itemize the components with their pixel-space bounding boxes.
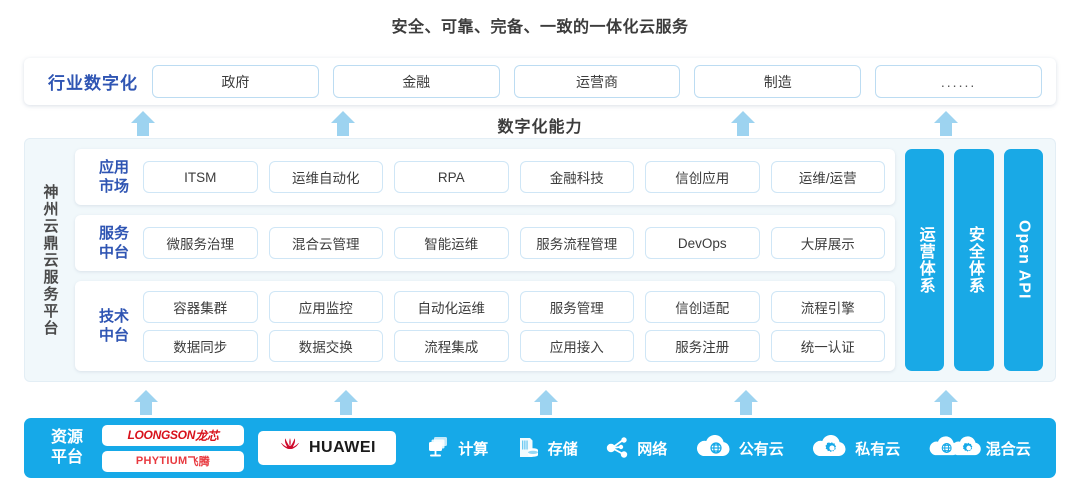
cell-data-sync[interactable]: 数据同步 [143,329,258,362]
cell-rpa[interactable]: RPA [394,161,509,193]
arrow-up-4 [933,110,959,136]
resource-item-network[interactable]: 网络 [604,435,667,461]
network-icon [604,435,630,461]
platform-row-tech-midend: 技术 中台 容器集群 应用监控 自动化运维 服务管理 信创适配 流程引擎 [75,281,895,371]
vertical-bar-group: 运营体系 安全体系 Open API [905,149,1043,371]
row-label-service-midend: 服务 中台 [98,225,129,261]
resource-bar-label: 资源 平台 [50,429,83,466]
industry-pill-carrier[interactable]: 运营商 [513,65,681,98]
cell-xinchuang-app[interactable]: 信创应用 [645,161,760,193]
industry-pill-manufacturing[interactable]: 制造 [694,65,862,98]
cell-big-screen[interactable]: 大屏展示 [770,227,885,259]
cell-process-engine[interactable]: 流程引擎 [770,290,885,323]
compute-icon [425,435,451,461]
cell-unified-auth[interactable]: 统一认证 [770,329,885,362]
arrow-up-1 [130,110,156,136]
cell-itsm[interactable]: ITSM [143,161,258,193]
industry-pill-more[interactable]: ...... [875,65,1042,98]
industry-pill-finance[interactable]: 金融 [332,65,500,98]
page-title: 安全、可靠、完备、一致的一体化云服务 [391,19,689,36]
cell-line: 容器集群 应用监控 自动化运维 服务管理 信创适配 流程引擎 [143,290,885,323]
cell-intelligent-ops[interactable]: 智能运维 [394,227,509,259]
row-label-app-market: 应用 市场 [98,159,129,195]
public-cloud-icon [694,435,732,461]
cell-service-process-mgmt[interactable]: 服务流程管理 [519,227,634,259]
cell-fintech[interactable]: 金融科技 [519,161,634,193]
capability-label: 数字化能力 [497,119,583,136]
hybrid-cloud-icon [927,435,983,461]
cell-line: 微服务治理 混合云管理 智能运维 服务流程管理 DevOps 大屏展示 [143,227,885,259]
arrow-up-5 [133,389,159,415]
cell-automated-ops[interactable]: 自动化运维 [394,290,509,323]
platform-row-app-market: 应用 市场 ITSM 运维自动化 RPA 金融科技 信创应用 运维/运营 [75,149,895,205]
cell-microservice-governance[interactable]: 微服务治理 [143,227,258,259]
row-label-tech-midend: 技术 中台 [98,308,129,344]
resource-item-private-cloud[interactable]: 私有云 [810,435,900,461]
vertical-bar-open-api[interactable]: Open API [1003,149,1043,371]
private-cloud-icon [810,435,848,461]
cell-line: ITSM 运维自动化 RPA 金融科技 信创应用 运维/运营 [143,161,885,193]
cell-hybrid-cloud-mgmt[interactable]: 混合云管理 [268,227,383,259]
platform-rows: 应用 市场 ITSM 运维自动化 RPA 金融科技 信创应用 运维/运营 [75,149,895,371]
arrow-up-3 [730,110,756,136]
cell-process-integration[interactable]: 流程集成 [394,329,509,362]
resource-item-list: 计算 [396,435,1044,461]
huawei-flower-icon [278,436,302,461]
row-cells-service-midend: 微服务治理 混合云管理 智能运维 服务流程管理 DevOps 大屏展示 [143,227,885,259]
cell-service-mgmt[interactable]: 服务管理 [519,290,634,323]
resource-item-hybrid-cloud[interactable]: 混合云 [927,435,1031,461]
huawei-logo[interactable]: HUAWEI [258,431,396,465]
resource-item-public-cloud[interactable]: 公有云 [694,435,784,461]
industry-pill-list: 政府 金融 运营商 制造 ...... [152,65,1046,98]
cell-line: 数据同步 数据交换 流程集成 应用接入 服务注册 统一认证 [143,329,885,362]
storage-icon [515,435,541,461]
platform-row-service-midend: 服务 中台 微服务治理 混合云管理 智能运维 服务流程管理 DevOps 大屏展… [75,215,895,271]
vertical-bar-security-system[interactable]: 安全体系 [954,149,994,371]
industry-pill-government[interactable]: 政府 [152,65,319,98]
arrow-up-9 [933,389,959,415]
platform-vertical-label: 神州云鼎云服务平台 [25,139,75,381]
cell-data-exchange[interactable]: 数据交换 [268,329,383,362]
platform-body: 应用 市场 ITSM 运维自动化 RPA 金融科技 信创应用 运维/运营 [75,139,1055,381]
industry-band: 行业数字化 政府 金融 运营商 制造 ...... [24,58,1056,105]
cell-container-cluster[interactable]: 容器集群 [143,290,258,323]
vertical-bar-operations-system[interactable]: 运营体系 [905,149,945,371]
row-cells-tech-midend: 容器集群 应用监控 自动化运维 服务管理 信创适配 流程引擎 数据同步 数据交换… [143,290,885,362]
cell-ops-automation[interactable]: 运维自动化 [268,161,383,193]
cell-devops[interactable]: DevOps [645,227,760,259]
resource-item-compute[interactable]: 计算 [425,435,488,461]
platform-container: 神州云鼎云服务平台 应用 市场 ITSM 运维自动化 RPA 金融科技 [24,138,1056,382]
cell-service-registry[interactable]: 服务注册 [645,329,760,362]
arrow-up-2 [330,110,356,136]
arrow-up-6 [333,389,359,415]
arrow-up-7 [533,389,559,415]
platform-vertical-label-text: 神州云鼎云服务平台 [41,183,59,337]
resource-item-storage[interactable]: 存储 [515,435,578,461]
cell-ops-operations[interactable]: 运维/运营 [770,161,885,193]
arrow-up-8 [733,389,759,415]
row-cells-app-market: ITSM 运维自动化 RPA 金融科技 信创应用 运维/运营 [143,161,885,193]
cell-app-monitoring[interactable]: 应用监控 [268,290,383,323]
cell-xinchuang-adaptation[interactable]: 信创适配 [645,290,760,323]
cell-app-onboarding[interactable]: 应用接入 [519,329,634,362]
industry-band-label: 行业数字化 [48,74,138,93]
